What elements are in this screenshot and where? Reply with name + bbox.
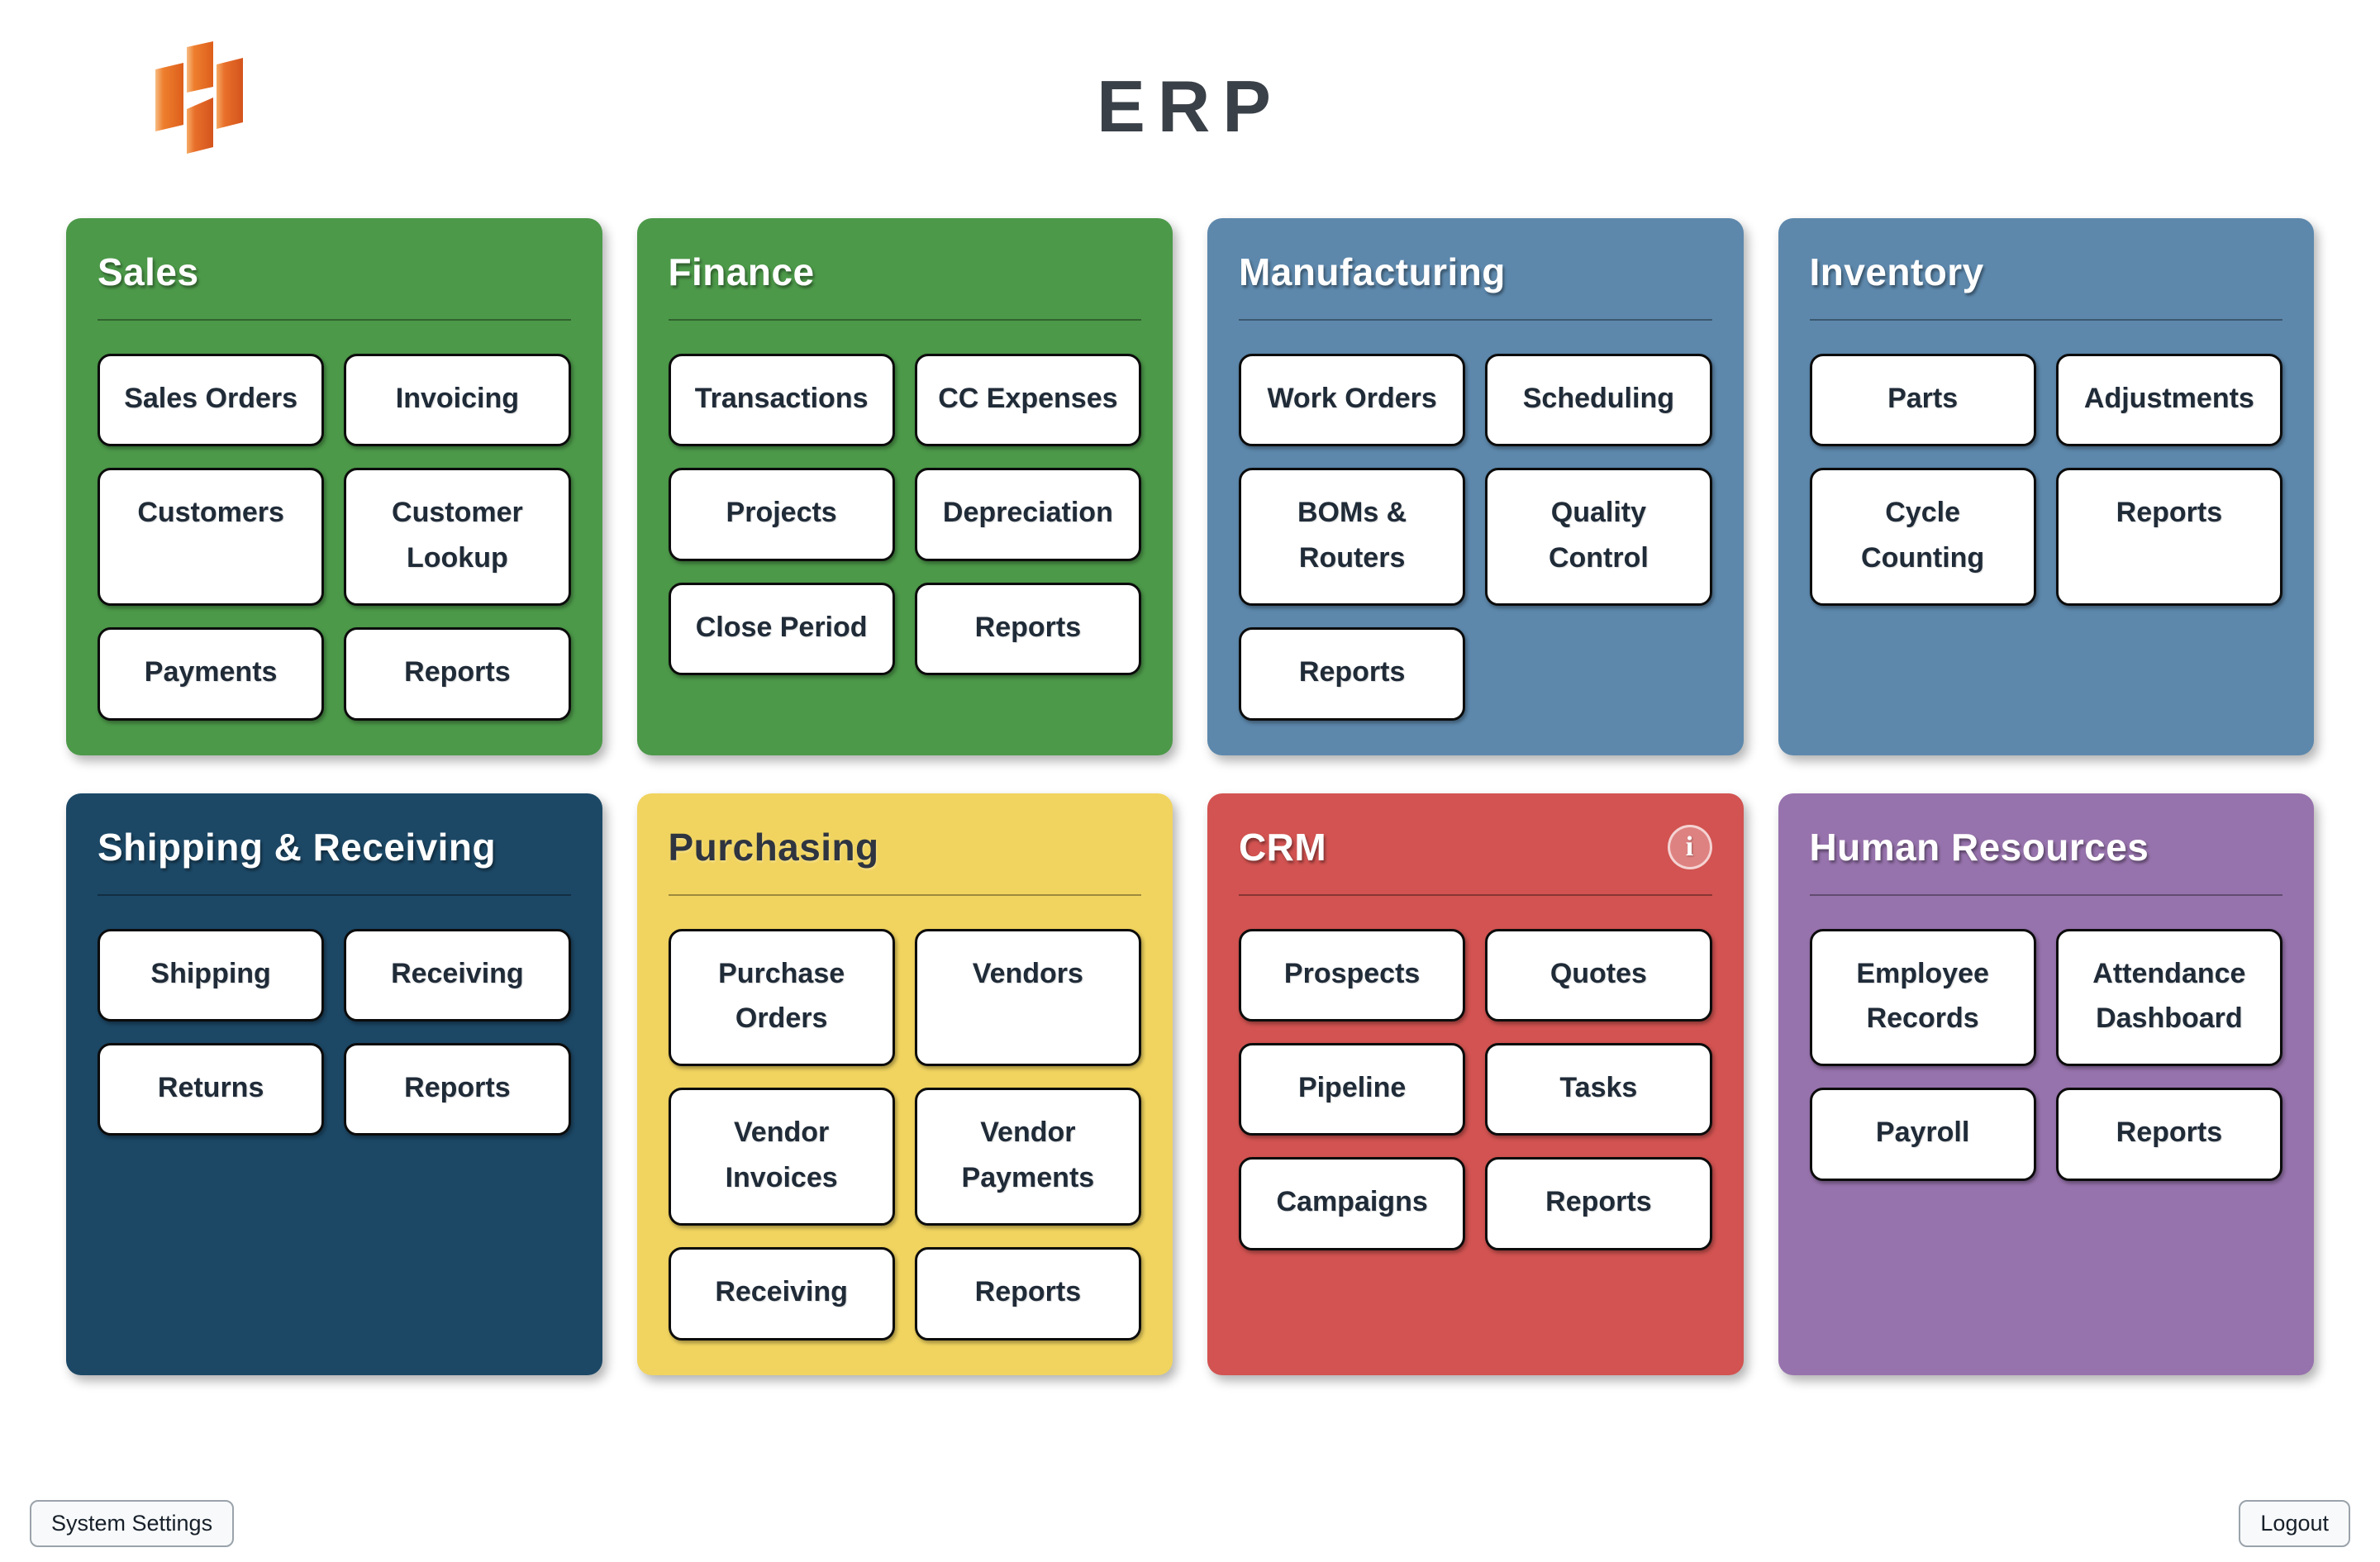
sales-sales-orders-button[interactable]: Sales Orders [98,354,325,447]
page-header: ERP [0,0,2380,217]
module-header: Finance [669,246,1142,298]
header-divider [1809,319,2282,321]
purchasing-vendor-payments-button[interactable]: Vendor Payments [914,1088,1141,1226]
header-divider [1809,893,2282,896]
company-logo-icon [155,41,243,154]
page-footer: System Settings Logout [0,1500,2380,1562]
module-header: Shipping & Receiving [98,821,571,873]
manufacturing-boms-and-routers-button[interactable]: BOMs & Routers [1239,468,1466,607]
human-resources-employee-records-button[interactable]: Employee Records [1809,928,2036,1067]
module-title-shipping-receiving: Shipping & Receiving [98,825,497,869]
sales-invoicing-button[interactable]: Invoicing [344,354,571,447]
page-title: ERP [1097,65,1283,147]
purchasing-receiving-button[interactable]: Receiving [668,1247,895,1341]
inventory-parts-button[interactable]: Parts [1809,354,2036,447]
finance-depreciation-button[interactable]: Depreciation [914,468,1141,561]
module-title-purchasing: Purchasing [668,825,879,869]
module-title-human-resources: Human Resources [1809,825,2149,869]
info-icon[interactable]: i [1667,824,1712,869]
human-resources-reports-button[interactable]: Reports [2055,1088,2282,1181]
inventory-adjustments-button[interactable]: Adjustments [2055,354,2282,447]
system-settings-button[interactable]: System Settings [30,1500,235,1547]
inventory-cycle-counting-button[interactable]: Cycle Counting [1809,468,2036,607]
crm-quotes-button[interactable]: Quotes [1485,928,1712,1021]
shipping-receiving-returns-button[interactable]: Returns [98,1042,325,1136]
module-title-crm: CRM [1239,825,1327,869]
module-header: CRM i [1239,821,1712,873]
logout-button[interactable]: Logout [2239,1500,2350,1547]
finance-transactions-button[interactable]: Transactions [668,354,895,447]
finance-projects-button[interactable]: Projects [668,468,895,561]
crm-pipeline-button[interactable]: Pipeline [1239,1042,1466,1136]
module-title-finance: Finance [668,250,815,293]
header-divider [668,319,1141,321]
human-resources-attendance-dashboard-button[interactable]: Attendance Dashboard [2055,928,2282,1067]
manufacturing-work-orders-button[interactable]: Work Orders [1239,354,1466,447]
purchasing-reports-button[interactable]: Reports [914,1247,1141,1341]
module-header: Purchasing [669,821,1142,873]
header-divider [668,893,1141,896]
module-header: Manufacturing [1239,246,1712,298]
human-resources-payroll-button[interactable]: Payroll [1809,1088,2036,1181]
manufacturing-reports-button[interactable]: Reports [1239,627,1466,721]
purchasing-vendors-button[interactable]: Vendors [914,928,1141,1067]
sales-payments-button[interactable]: Payments [98,627,325,721]
module-header: Inventory [1810,246,2283,298]
finance-cc-expenses-button[interactable]: CC Expenses [914,354,1141,447]
inventory-reports-button[interactable]: Reports [2055,468,2282,607]
shipping-receiving-shipping-button[interactable]: Shipping [98,928,325,1021]
manufacturing-scheduling-button[interactable]: Scheduling [1485,354,1712,447]
module-title-manufacturing: Manufacturing [1239,250,1506,293]
crm-reports-button[interactable]: Reports [1485,1157,1712,1250]
finance-reports-button[interactable]: Reports [914,582,1141,676]
sales-customers-button[interactable]: Customers [98,468,325,607]
purchasing-purchase-orders-button[interactable]: Purchase Orders [668,928,895,1067]
manufacturing-quality-control-button[interactable]: Quality Control [1485,468,1712,607]
module-header: Sales [98,246,571,298]
crm-campaigns-button[interactable]: Campaigns [1239,1157,1466,1250]
module-header: Human Resources [1810,821,2283,873]
sales-reports-button[interactable]: Reports [344,627,571,721]
sales-customer-lookup-button[interactable]: Customer Lookup [344,468,571,607]
crm-prospects-button[interactable]: Prospects [1239,928,1466,1021]
header-divider [1239,319,1712,321]
shipping-receiving-receiving-button[interactable]: Receiving [344,928,571,1021]
module-title-sales: Sales [98,250,199,293]
module-title-inventory: Inventory [1809,250,1984,293]
shipping-receiving-reports-button[interactable]: Reports [344,1042,571,1136]
header-divider [98,319,571,321]
header-divider [98,893,571,896]
header-divider [1239,893,1712,896]
purchasing-vendor-invoices-button[interactable]: Vendor Invoices [668,1088,895,1226]
finance-close-period-button[interactable]: Close Period [668,582,895,676]
crm-tasks-button[interactable]: Tasks [1485,1042,1712,1136]
